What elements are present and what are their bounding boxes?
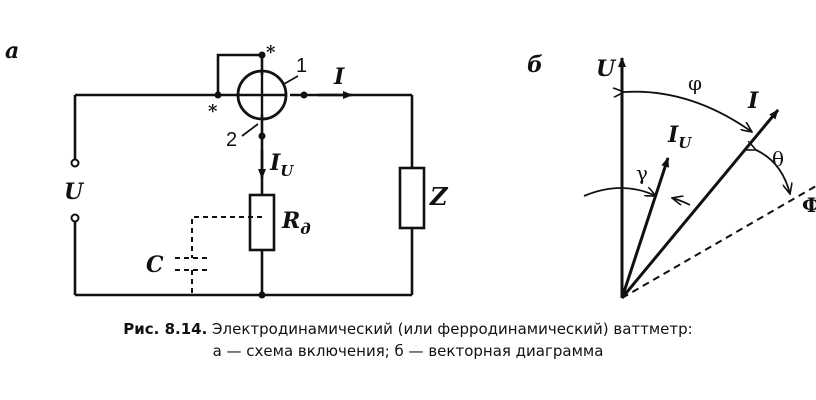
caption-prefix: Рис. 8.14. (123, 320, 208, 338)
label-current-Iu: IU (269, 150, 294, 180)
node-2 (258, 132, 266, 140)
lead-2 (241, 123, 259, 137)
label-edge: Ф (802, 193, 816, 217)
vector-I (620, 109, 780, 299)
capacitor-branch (175, 216, 262, 295)
node-star-top (258, 51, 266, 59)
circuit-diagram (73, 53, 426, 297)
additional-resistor (248, 193, 276, 252)
label-node-2: 2 (226, 129, 237, 151)
arc-phi (624, 92, 752, 132)
vector-Iu (620, 157, 670, 299)
arc-gamma (583, 188, 656, 197)
label-angle-gamma: γ (636, 161, 648, 185)
wire-voltage-coil-loop (216, 53, 264, 95)
arc-theta (756, 150, 790, 194)
label-voltage-U: U (64, 179, 85, 205)
label-resistor-R: Rд (281, 208, 311, 238)
mark-star-left: * (208, 101, 218, 122)
label-node-1: 1 (296, 55, 307, 77)
vector-diagram (583, 57, 816, 299)
load-impedance (398, 166, 426, 230)
caption-title: Электродинамический (или ферродинамическ… (207, 320, 693, 338)
mark-star-top: * (266, 42, 276, 63)
figure-caption-line-2: а — схема включения; б — векторная диагр… (0, 342, 816, 360)
terminal-bottom (70, 213, 80, 223)
node-star-left (214, 91, 222, 99)
label-current-I: I (333, 64, 345, 90)
caption-subtitle: а — схема включения; б — векторная диагр… (212, 342, 604, 360)
panel-a-letter: а (5, 38, 19, 64)
label-vector-U: U (596, 56, 617, 82)
node-1 (300, 91, 308, 99)
label-vector-I: I (747, 88, 759, 114)
label-angle-phi: φ (688, 71, 702, 95)
arc-gamma-tail (672, 198, 691, 206)
label-capacitor-C: C (146, 252, 164, 278)
vector-phi-reference (621, 185, 816, 299)
terminal-top (70, 158, 80, 168)
lead-1 (283, 75, 299, 85)
label-vector-Iu: IU (667, 122, 692, 152)
label-impedance-Z: Z (429, 182, 449, 211)
panel-b-letter: б (527, 52, 543, 78)
figure-caption-line-1: Рис. 8.14. Электродинамический (или ферр… (0, 320, 816, 338)
node-bottom (258, 291, 266, 299)
label-angle-theta: θ (772, 147, 784, 171)
